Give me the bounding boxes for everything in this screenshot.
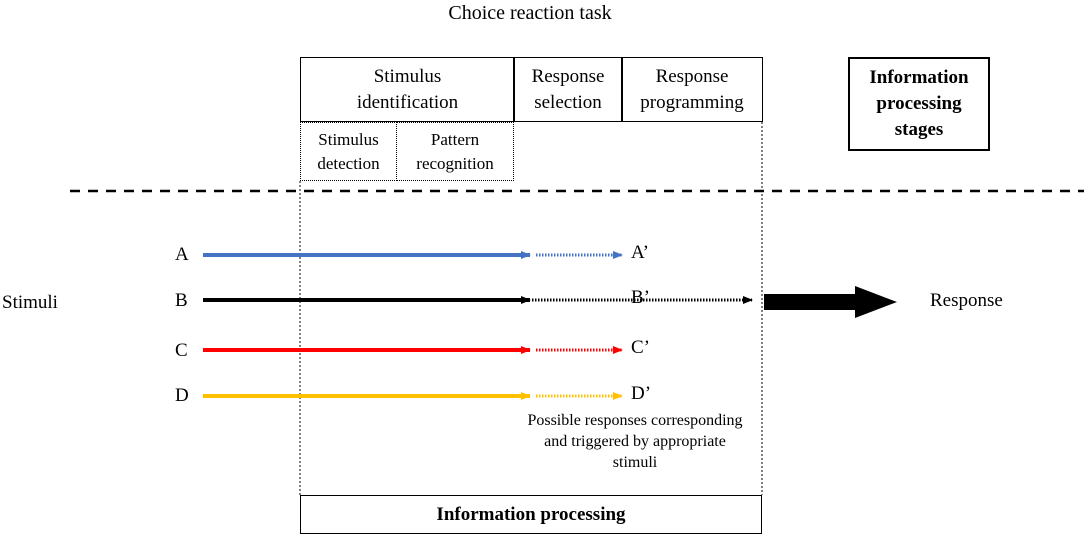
stimulus-identification-box: Stimulus identification [300, 57, 515, 122]
response-programming-box: Response programming [621, 57, 763, 122]
information-processing-stages-box: Information processing stages [848, 57, 990, 151]
response-selection-box: Response selection [513, 57, 623, 122]
response-label: Response [930, 290, 1003, 311]
stimulus-label-a: A [175, 244, 189, 265]
response-output-arrow [764, 286, 897, 318]
response-label-b: B’ [631, 287, 650, 308]
diagram-title: Choice reaction task [448, 2, 612, 24]
stimulus-label-d: D [175, 385, 189, 406]
stimulus-label-b: B [175, 290, 188, 311]
pattern-recognition-box: Pattern recognition [396, 122, 514, 181]
stimuli-label: Stimuli [2, 292, 58, 313]
response-label-c: C’ [631, 337, 650, 358]
response-label-d: D’ [631, 383, 652, 404]
response-label-a: A’ [631, 242, 649, 263]
stimulus-label-c: C [175, 340, 188, 361]
possible-responses-note: Possible responses corresponding and tri… [527, 412, 743, 471]
information-processing-box: Information processing [300, 495, 762, 534]
